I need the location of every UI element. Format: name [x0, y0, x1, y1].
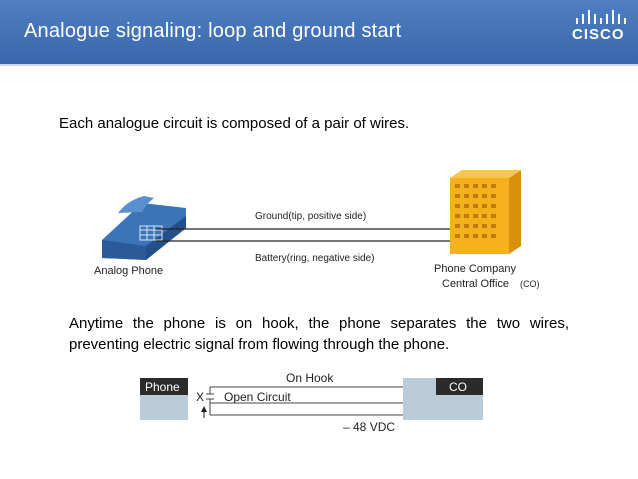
cisco-logo-text: CISCO [572, 26, 625, 43]
slide-header: Analogue signaling: loop and ground star… [0, 0, 638, 64]
on-hook-label: On Hook [286, 371, 334, 385]
current-arrow-icon [201, 406, 207, 412]
wire-top-label: Ground(tip, positive side) [255, 211, 366, 222]
on-hook-diagram: Phone CO On Hook X Open Circuit – 48 VDC [140, 371, 483, 434]
phone-box [140, 378, 188, 395]
wire-pair-diagram: Ground(tip, positive side) Battery(ring,… [94, 170, 540, 290]
on-hook-explanation: Anytime the phone is on hook, the phone … [69, 315, 569, 353]
open-circuit-label: Open Circuit [224, 390, 291, 404]
co-label-line1: Phone Company [434, 263, 516, 275]
cisco-logo-bars-icon [576, 10, 626, 24]
analog-phone-label: Analog Phone [94, 265, 163, 277]
central-office-building-icon [450, 170, 521, 254]
co-label-line2: Central Office [442, 278, 509, 290]
co-abbrev: (CO) [520, 279, 540, 289]
co-box [436, 378, 483, 395]
open-switch-icon: X [196, 390, 204, 404]
header-divider [0, 64, 638, 66]
wire-bottom-label: Battery(ring, negative side) [255, 253, 375, 264]
voltage-label: – 48 VDC [343, 420, 395, 434]
slide-title: Analogue signaling: loop and ground star… [24, 20, 402, 42]
intro-text: Each analogue circuit is composed of a p… [59, 115, 410, 132]
cisco-logo: CISCO [570, 10, 630, 50]
phone-box-label: Phone [145, 380, 180, 394]
co-box-label: CO [449, 380, 467, 394]
analog-phone-icon [102, 196, 186, 260]
